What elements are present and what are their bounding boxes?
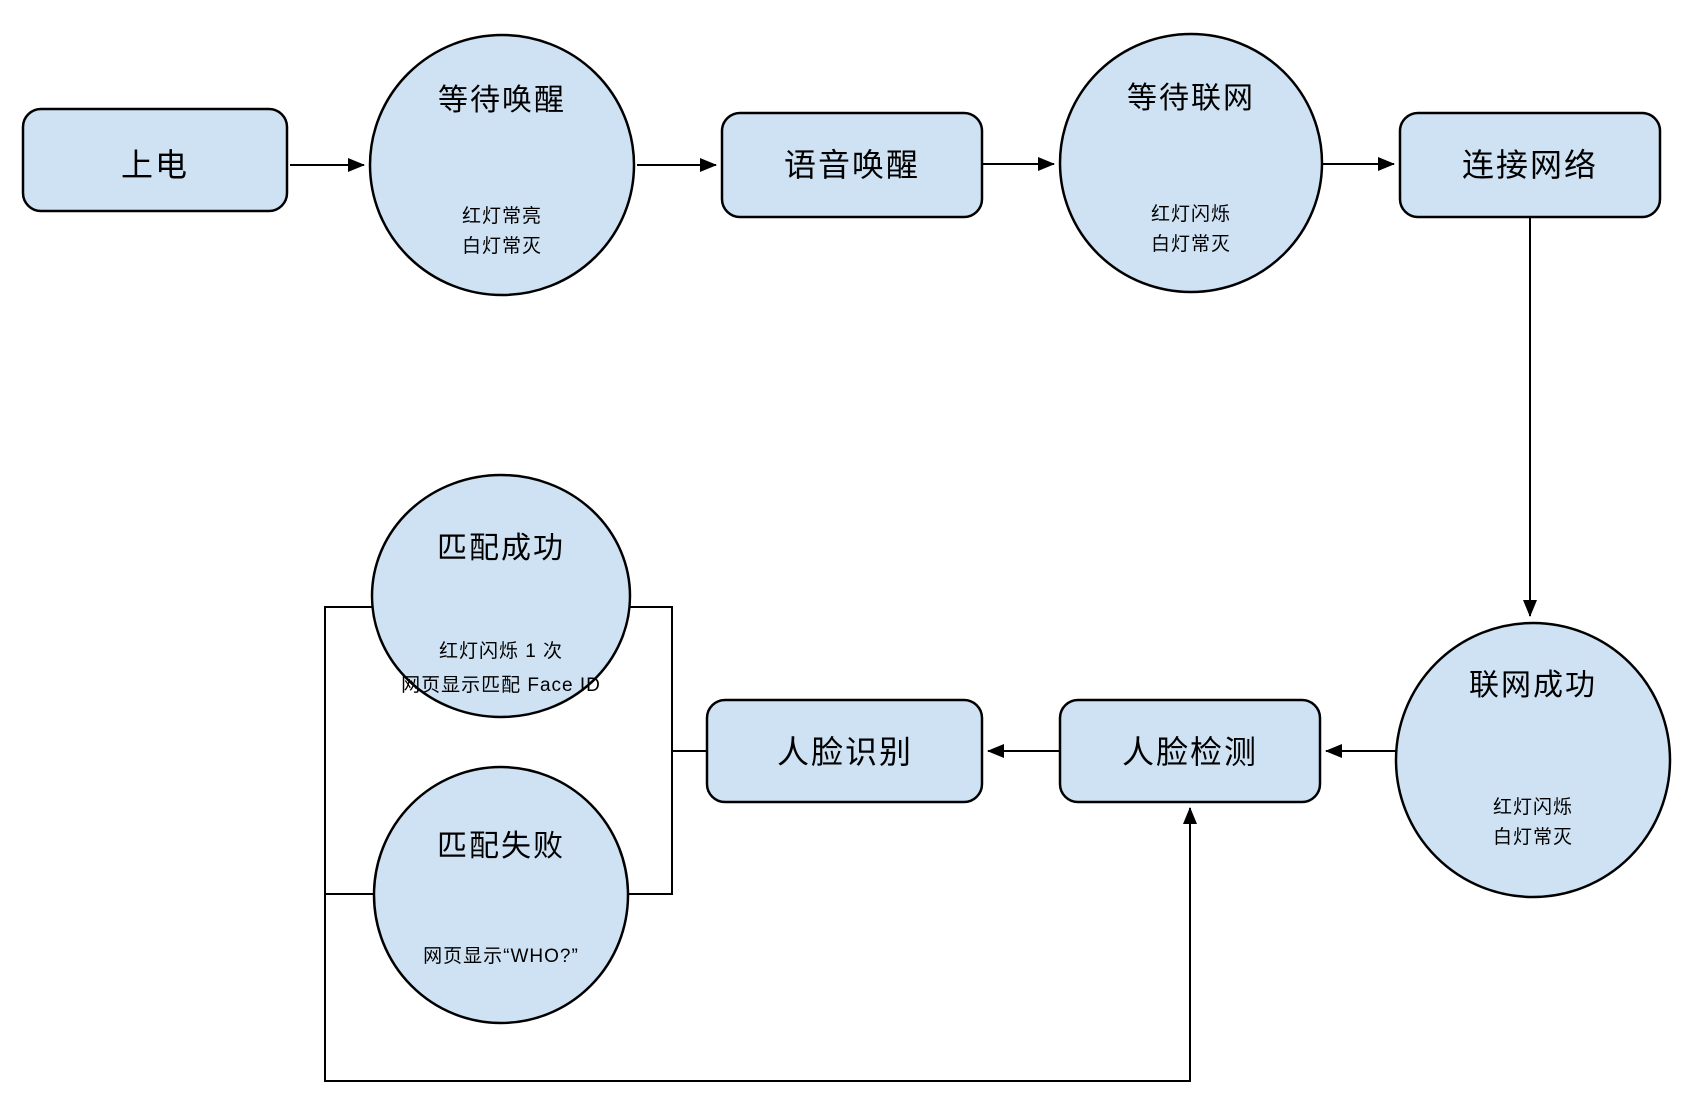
- wait-wake-status-line2: 白灯常灭: [462, 235, 542, 257]
- face-detection-box: [1058, 698, 1322, 804]
- wait-network-status-line2: 白灯常灭: [1151, 233, 1231, 255]
- bracket-recognition-results: [628, 606, 673, 895]
- node-wait-wake: 等待唤醒 红灯常亮 白灯常灭: [368, 33, 636, 297]
- connect-network-label: 连接网络: [1462, 147, 1598, 183]
- match-success-label: 匹配成功: [437, 532, 565, 565]
- node-face-detection: 人脸检测: [1058, 698, 1322, 804]
- voice-wake-label: 语音唤醒: [784, 147, 920, 183]
- voice-wake-box: [720, 111, 984, 219]
- match-success-status-line1: 红灯闪烁 1 次: [439, 640, 563, 662]
- match-fail-circle: [372, 765, 630, 1025]
- wait-wake-status-line1: 红灯常亮: [462, 205, 542, 227]
- network-success-label: 联网成功: [1469, 669, 1597, 702]
- node-wait-network: 等待联网 红灯闪烁 白灯常灭: [1058, 32, 1324, 294]
- face-recognition-box: [705, 698, 984, 804]
- node-power-on: 上电: [21, 107, 289, 213]
- node-connect-network: 连接网络: [1398, 111, 1662, 219]
- node-match-success: 匹配成功 红灯闪烁 1 次 网页显示匹配 Face ID: [370, 473, 632, 719]
- wait-network-status-line1: 红灯闪烁: [1151, 203, 1231, 225]
- connectors: [290, 157, 1537, 1082]
- wait-wake-label: 等待唤醒: [438, 84, 566, 117]
- loop-results-to-face-detection: [324, 606, 1197, 1082]
- node-match-fail: 匹配失败 网页显示“WHO?”: [372, 765, 630, 1025]
- match-fail-label: 匹配失败: [437, 830, 565, 863]
- network-success-circle: [1394, 621, 1672, 899]
- face-recognition-label: 人脸识别: [777, 734, 913, 770]
- node-voice-wake: 语音唤醒: [720, 111, 984, 219]
- node-network-success: 联网成功 红灯闪烁 白灯常灭: [1394, 621, 1672, 899]
- wait-network-circle: [1058, 32, 1324, 294]
- face-detection-label: 人脸检测: [1122, 734, 1258, 770]
- network-success-status-line1: 红灯闪烁: [1493, 796, 1573, 818]
- match-success-circle: [370, 473, 632, 719]
- power-on-box: [21, 107, 289, 213]
- power-on-label: 上电: [121, 147, 189, 183]
- match-success-status-line2: 网页显示匹配 Face ID: [401, 675, 601, 696]
- node-face-recognition: 人脸识别: [705, 698, 984, 804]
- connect-network-box: [1398, 111, 1662, 219]
- match-fail-status-line1: 网页显示“WHO?”: [423, 946, 579, 967]
- wait-wake-circle: [368, 33, 636, 297]
- network-success-status-line2: 白灯常灭: [1493, 826, 1573, 848]
- wait-network-label: 等待联网: [1127, 82, 1255, 115]
